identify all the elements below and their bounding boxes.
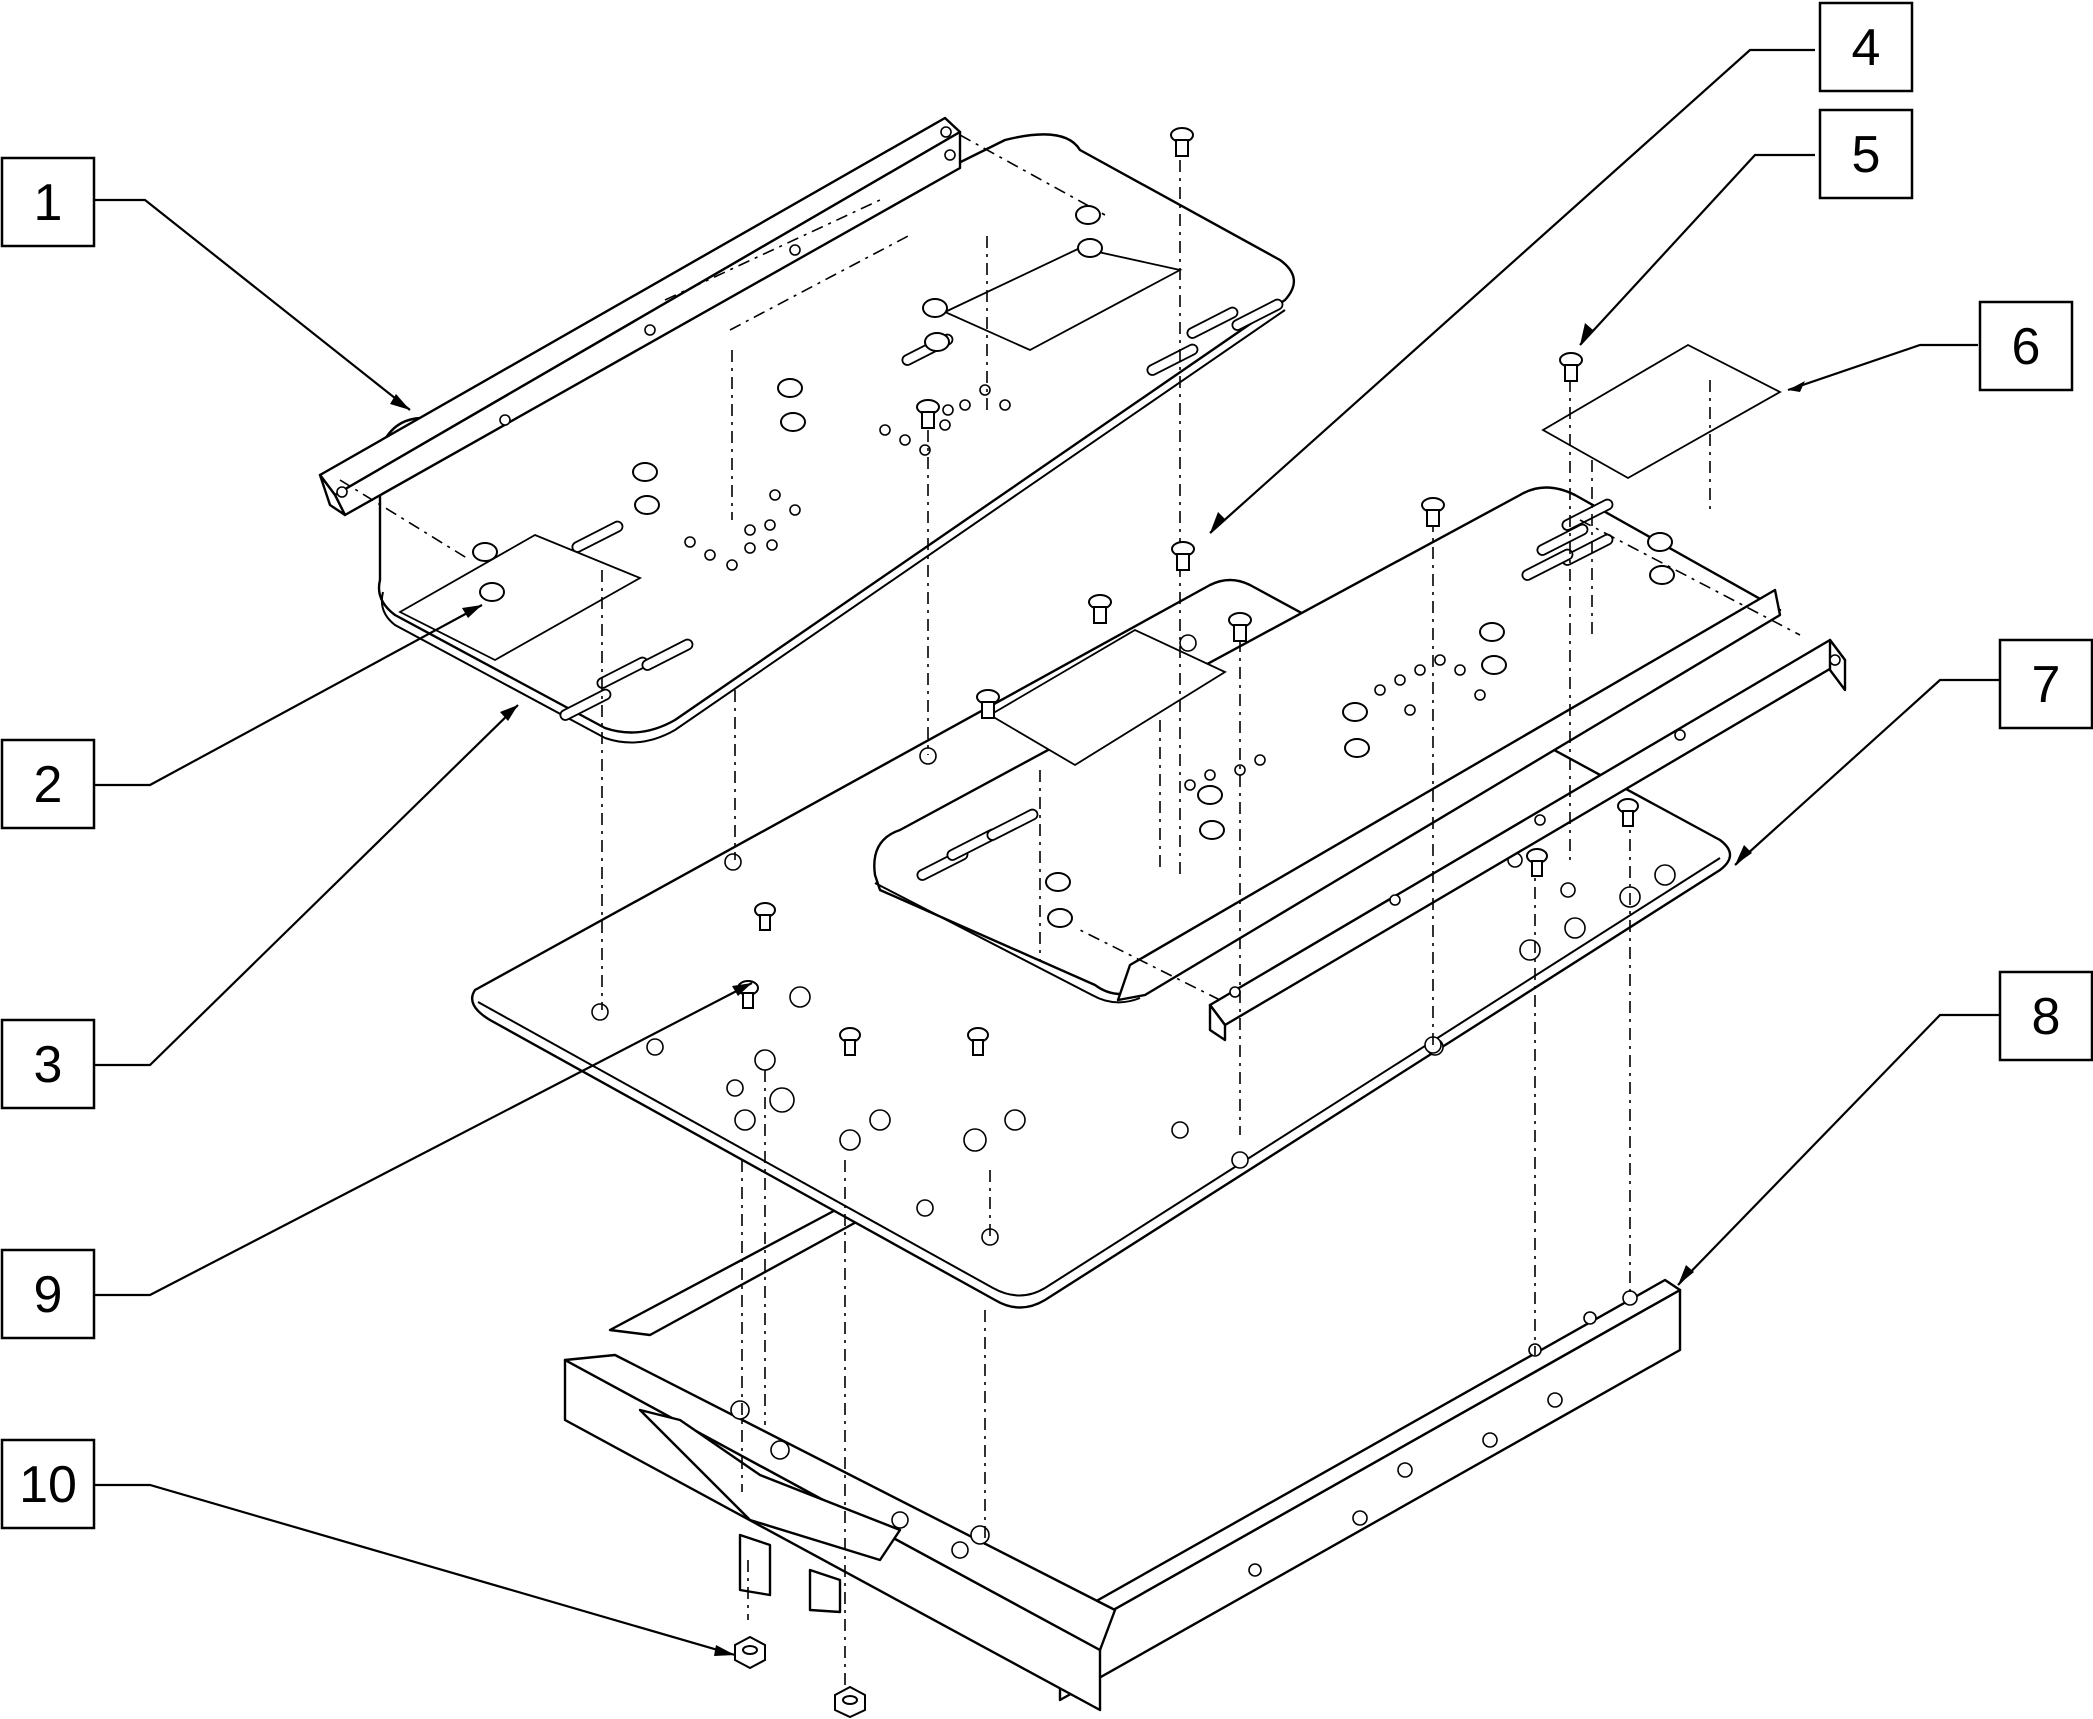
button-screw — [916, 127, 1583, 719]
callout-8: 8 — [1998, 970, 2093, 1062]
callout-6: 6 — [1978, 300, 2074, 392]
callout-5: 5 — [1818, 108, 1914, 200]
callout-5-label: 5 — [1852, 126, 1881, 184]
leader-lines — [95, 48, 2000, 1657]
assembly-centerlines — [339, 134, 1801, 1690]
mounting-frame — [563, 1203, 1682, 1712]
callout-7: 7 — [1998, 638, 2093, 730]
callout-10: 10 — [0, 1438, 96, 1530]
callout-8-label: 8 — [2032, 988, 2061, 1046]
callout-1-label: 1 — [34, 174, 63, 232]
label-decal — [1541, 343, 1782, 480]
callout-1: 1 — [0, 156, 96, 248]
rail-bracket-left — [318, 116, 962, 517]
lock-nut — [734, 1635, 866, 1719]
shoulder-bolt — [472, 205, 1675, 928]
callout-4-label: 4 — [1852, 19, 1881, 77]
rail-bracket-right — [1116, 588, 1847, 1042]
callout-3: 3 — [0, 1018, 96, 1110]
callout-6-label: 6 — [2012, 318, 2041, 376]
callout-4: 4 — [1818, 1, 1914, 93]
callout-7-label: 7 — [2032, 656, 2061, 714]
fasteners — [472, 127, 1675, 1719]
callout-9-label: 9 — [34, 1266, 63, 1324]
callout-2: 2 — [0, 738, 96, 830]
callout-2-label: 2 — [34, 756, 63, 814]
callout-3-label: 3 — [34, 1036, 63, 1094]
callout-10-label: 10 — [19, 1456, 77, 1514]
callout-9: 9 — [0, 1248, 96, 1340]
flat-head-screw — [737, 798, 1639, 1056]
slotted-plate-right — [873, 486, 1782, 1004]
slotted-plate-left — [377, 133, 1295, 744]
